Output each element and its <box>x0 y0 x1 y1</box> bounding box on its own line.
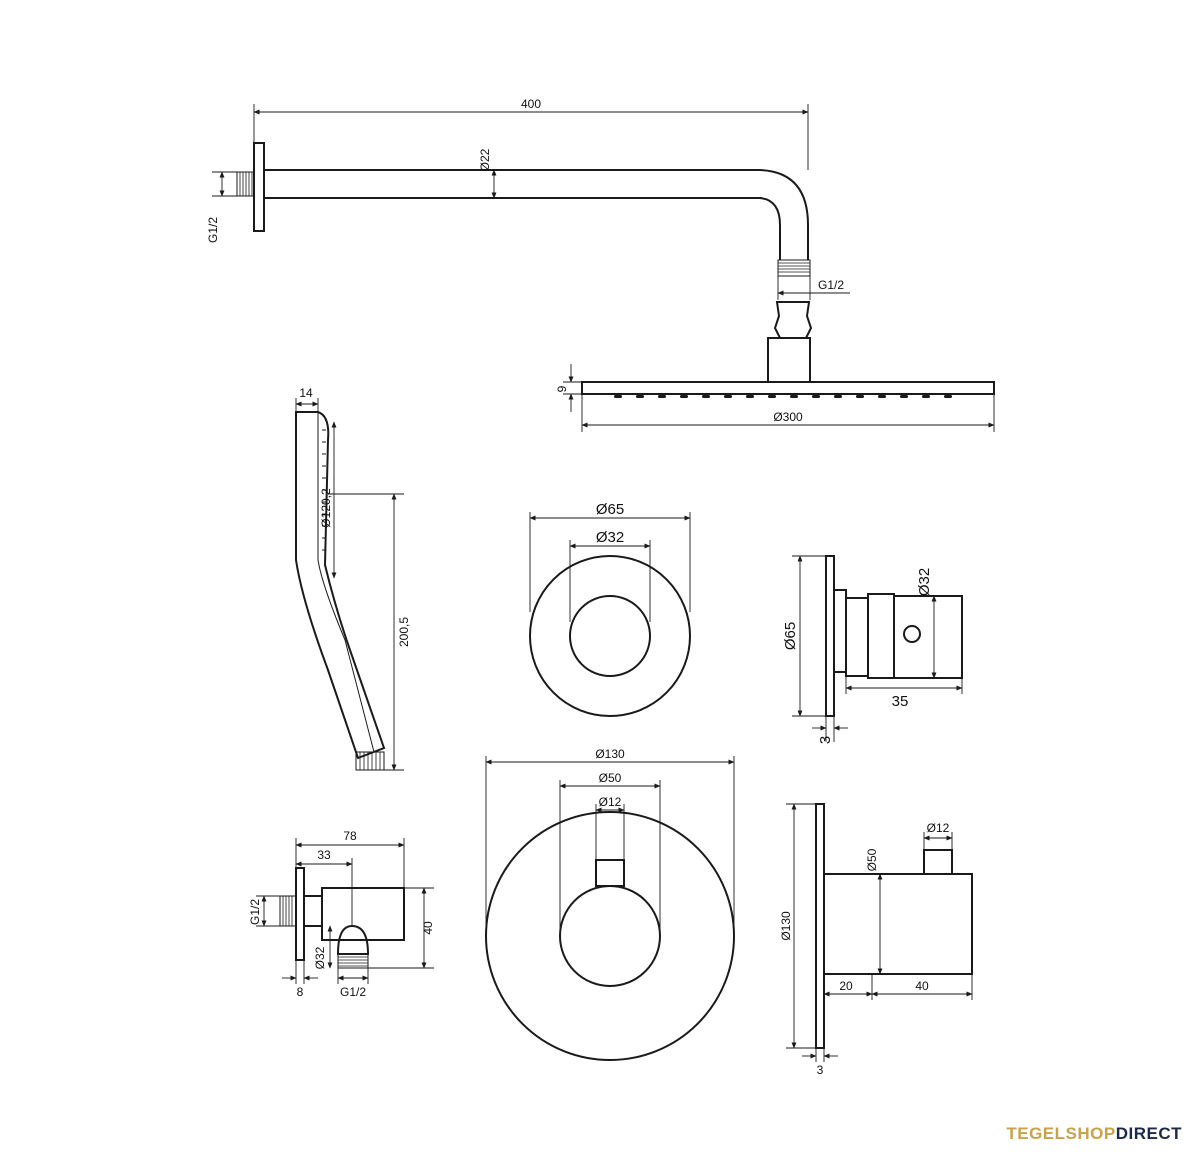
stop-knob <box>893 595 963 679</box>
dim-arm-head-thread: G1/2 <box>818 278 844 292</box>
dim-rosette-small-inner: Ø32 <box>596 529 624 546</box>
dim-rosette-large-outer: Ø130 <box>595 747 625 761</box>
dim-rosette-small-outer: Ø65 <box>596 501 624 518</box>
dim-hand-width: 14 <box>299 386 313 400</box>
shower-arm: 400 Ø22 G1/2 G1/2 <box>206 97 850 300</box>
head-nozzles <box>614 395 952 398</box>
dim-arm-length: 400 <box>521 97 541 111</box>
stop-knob-hole <box>903 625 921 643</box>
dim-elbow-offset: 33 <box>317 848 331 862</box>
dim-thermo-height: Ø130 <box>779 911 793 941</box>
dim-thermo-body-diameter: Ø50 <box>865 848 879 871</box>
small-rosette-inner <box>569 595 651 677</box>
dim-thermo-spindle: Ø12 <box>927 821 950 835</box>
arm-tube-outer <box>264 169 809 260</box>
arm-tube-inner <box>264 197 781 260</box>
thermo-plate <box>815 803 825 1049</box>
brand-part-1: TEGELSHOP <box>1006 1124 1116 1143</box>
dim-head-thickness: 9 <box>555 385 569 392</box>
dim-stop-plate: 3 <box>817 736 834 744</box>
brand-part-2: DIRECT <box>1115 1124 1182 1143</box>
dim-elbow-outlet-thread: G1/2 <box>340 985 366 999</box>
dim-thermo-plate: 3 <box>817 1063 824 1077</box>
dim-rosette-large-middle: Ø50 <box>599 771 622 785</box>
hand-nozzles <box>322 429 326 551</box>
elbow-wall-thread <box>279 895 297 927</box>
arm-wall-plate <box>253 142 265 232</box>
dim-elbow-wall-thread: G1/2 <box>248 899 262 925</box>
head-swivel-nut <box>773 301 813 339</box>
elbow-plate <box>295 867 305 961</box>
wall-elbow: 78 33 40 G1/2 Ø32 8 G1/2 <box>248 829 435 999</box>
dim-arm-wall-thread: G1/2 <box>206 217 220 243</box>
thermostat-side: Ø130 Ø50 Ø12 20 40 3 <box>779 803 973 1077</box>
dim-rosette-large-inner: Ø12 <box>599 795 622 809</box>
rain-shower-head: 9 Ø300 <box>555 301 995 432</box>
dim-thermo-plate-gap: 20 <box>839 979 853 993</box>
hand-body <box>295 411 386 760</box>
stop-plate <box>825 555 835 717</box>
head-connector <box>767 337 811 383</box>
large-rosette-spindle <box>595 859 625 887</box>
dim-elbow-outlet-diameter: Ø32 <box>313 946 327 969</box>
dim-thermo-body-length: 40 <box>915 979 929 993</box>
large-rosette-outer <box>485 811 735 1061</box>
arm-wall-thread <box>236 171 255 197</box>
large-rosette-middle <box>559 885 661 987</box>
thermo-body <box>823 873 973 975</box>
dim-stop-height: Ø65 <box>782 622 799 650</box>
thermo-spindle <box>923 849 953 875</box>
elbow-outlet-thread <box>337 953 369 969</box>
small-rosette: Ø65 Ø32 <box>529 501 691 717</box>
dim-hand-length: 200,5 <box>397 617 411 647</box>
dim-elbow-plate: 8 <box>297 985 304 999</box>
dim-stop-depth: 35 <box>892 693 909 710</box>
elbow-body <box>321 887 405 941</box>
small-rosette-outer <box>529 555 691 717</box>
dim-elbow-total: 78 <box>343 829 357 843</box>
dim-elbow-height: 40 <box>421 921 435 935</box>
hand-shower: 14 Ø120,2 200,5 <box>295 386 411 771</box>
head-plate <box>581 381 995 395</box>
dim-head-diameter: Ø300 <box>773 410 803 424</box>
hand-face-line <box>317 412 375 753</box>
dim-stop-knob-diameter: Ø32 <box>916 568 933 596</box>
stop-valve-side: Ø65 Ø32 35 3 <box>782 555 963 744</box>
dim-hand-head-diameter: Ø120,2 <box>319 488 333 528</box>
arm-head-thread <box>777 259 811 277</box>
brand-logo: TEGELSHOPDIRECT <box>1006 1124 1182 1144</box>
large-rosette: Ø130 Ø50 Ø12 <box>485 747 735 1061</box>
dim-arm-diameter: Ø22 <box>478 148 492 171</box>
hand-thread <box>355 751 385 771</box>
